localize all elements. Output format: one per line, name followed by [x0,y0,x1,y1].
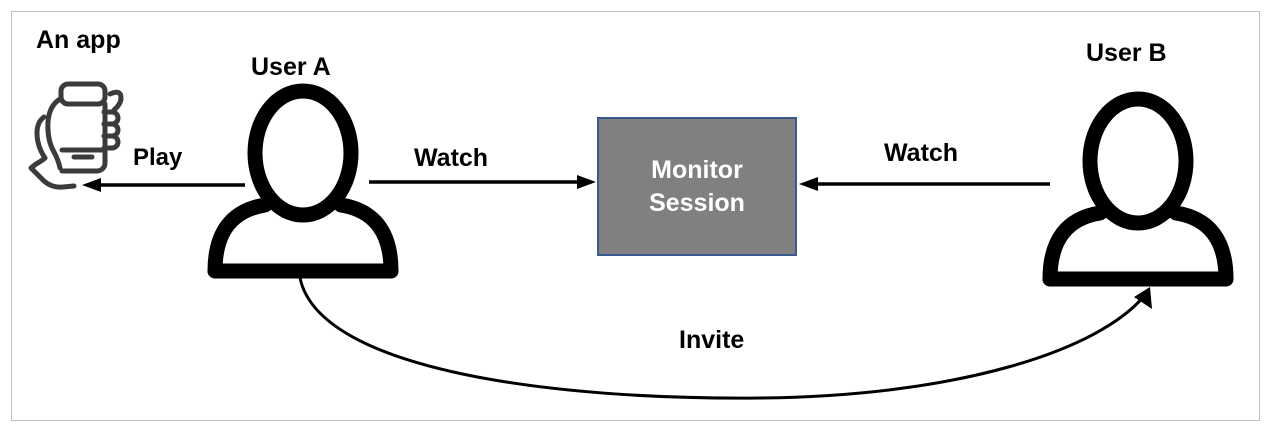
user-b-avatar [1042,91,1234,287]
edge-label-invite: Invite [679,326,745,354]
arrow-watch-right [799,177,1050,191]
user-a-avatar [207,83,399,279]
monitor-session-line1: Monitor [651,155,743,184]
arrow-watch-left [369,175,596,189]
edge-label-watch-right: Watch [884,139,959,167]
arrow-invite [298,277,1152,400]
user-b-label: User B [1086,39,1167,67]
monitor-session-node: Monitor Session [597,117,797,256]
monitor-session-line2: Session [649,188,745,217]
diagram-frame-border [11,11,1260,421]
app-label: An app [36,26,121,54]
hand-holding-phone-icon [28,81,124,190]
user-a-label: User A [251,53,331,81]
edge-label-watch-left: Watch [414,144,489,172]
edge-label-play: Play [133,144,183,171]
arrow-play [82,178,245,192]
